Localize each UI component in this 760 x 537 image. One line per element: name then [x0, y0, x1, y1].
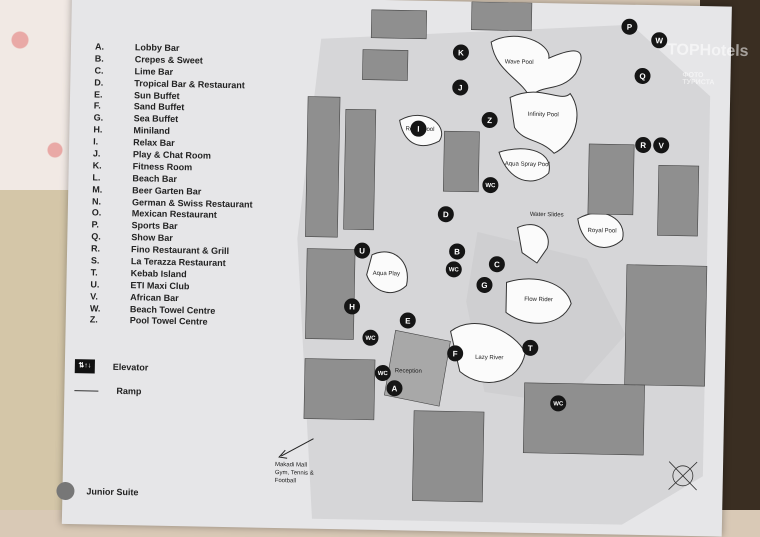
marker-U[interactable]: U: [354, 242, 371, 259]
building-block: [412, 410, 485, 503]
marker-F[interactable]: F: [447, 345, 464, 362]
map-markers: A B C D E F G H I J K P Q R T U V W Z WC…: [344, 18, 670, 412]
infinity-pool: [509, 91, 578, 154]
marker-C[interactable]: C: [488, 256, 505, 273]
svg-text:J: J: [458, 83, 463, 92]
svg-text:V: V: [658, 141, 664, 150]
svg-text:G: G: [481, 281, 487, 290]
building-block: [522, 382, 645, 456]
svg-text:WC: WC: [449, 267, 460, 273]
svg-text:WC: WC: [365, 336, 376, 342]
marker-K[interactable]: K: [452, 44, 469, 61]
building-block: [471, 1, 533, 32]
svg-text:U: U: [359, 247, 365, 256]
flow-rider-pool: [505, 278, 572, 324]
lazy-river-label: Lazy River: [475, 355, 503, 362]
svg-text:P: P: [627, 23, 633, 32]
marker-V[interactable]: V: [653, 137, 670, 154]
aqua-play-label: Aqua Play: [373, 271, 400, 278]
building-block: [303, 358, 376, 421]
aqua-play-pool: [366, 251, 408, 294]
building-block: [362, 49, 409, 81]
svg-text:T: T: [528, 344, 533, 353]
svg-text:Z: Z: [487, 116, 492, 125]
pools: [366, 35, 624, 383]
direction-line-2: Gym, Tennis &: [275, 470, 314, 477]
marker-wc[interactable]: WC: [445, 261, 462, 278]
marker-wc[interactable]: WC: [550, 395, 567, 412]
marker-B[interactable]: B: [449, 243, 466, 260]
svg-text:WC: WC: [485, 183, 496, 189]
marker-Q[interactable]: Q: [634, 67, 651, 84]
marker-G[interactable]: G: [476, 276, 493, 293]
svg-text:I: I: [417, 125, 419, 134]
resort-map: Wave Pool Infinity Pool Relax Pool Aqua …: [275, 1, 711, 525]
royal-pool-label: Royal Pool: [587, 228, 616, 235]
svg-text:Q: Q: [639, 72, 645, 81]
direction-line-3: Football: [275, 478, 296, 484]
svg-text:WC: WC: [553, 401, 564, 407]
marker-W[interactable]: W: [651, 32, 668, 49]
direction-line-1: Makadi Mall: [275, 462, 307, 469]
aqua-spray-pool: [498, 148, 550, 182]
watermark-logo: TOPHotels: [666, 41, 749, 60]
reception-label: Reception: [395, 368, 422, 375]
marker-I[interactable]: I: [410, 120, 427, 137]
svg-text:F: F: [453, 349, 458, 358]
marker-E[interactable]: E: [399, 312, 416, 329]
marker-P[interactable]: P: [621, 18, 638, 35]
building-block: [305, 96, 341, 238]
water-slides: [517, 224, 549, 264]
buildings: [303, 1, 708, 503]
svg-text:WC: WC: [378, 371, 389, 377]
marker-A[interactable]: A: [386, 380, 403, 397]
marker-J[interactable]: J: [452, 79, 469, 96]
building-block: [624, 264, 708, 387]
svg-text:K: K: [458, 48, 464, 57]
svg-text:W: W: [655, 36, 663, 45]
marker-T[interactable]: T: [522, 339, 539, 356]
marker-wc[interactable]: WC: [362, 329, 379, 346]
svg-text:D: D: [443, 210, 449, 219]
svg-text:E: E: [405, 316, 411, 325]
svg-text:C: C: [494, 260, 500, 269]
wave-pool: [490, 35, 582, 99]
watermark-subtitle: ФОТО ТУРИСТА: [682, 71, 715, 87]
building-block: [343, 108, 377, 231]
direction-arrow: [278, 438, 314, 459]
water-slides-label: Water Slides: [530, 212, 564, 219]
flow-rider-label: Flow Rider: [524, 297, 553, 304]
marker-H[interactable]: H: [344, 298, 361, 315]
marker-wc[interactable]: WC: [374, 365, 391, 382]
building-block: [370, 9, 428, 40]
svg-text:H: H: [349, 302, 355, 311]
svg-text:A: A: [392, 384, 398, 393]
building-block: [587, 143, 635, 216]
building-block: [442, 130, 480, 193]
marker-Z[interactable]: Z: [481, 112, 498, 129]
building-block: [305, 248, 356, 340]
compass-icon: [668, 461, 698, 491]
marker-D[interactable]: D: [437, 206, 454, 223]
building-block: [657, 164, 700, 237]
aqua-spray-pool-label: Aqua Spray Pool: [505, 161, 550, 168]
infinity-pool-label: Infinity Pool: [528, 112, 559, 119]
wave-pool-label: Wave Pool: [505, 59, 534, 66]
svg-text:B: B: [454, 247, 460, 256]
marker-wc[interactable]: WC: [482, 177, 499, 194]
marker-R[interactable]: R: [635, 136, 652, 153]
svg-text:R: R: [640, 141, 646, 150]
